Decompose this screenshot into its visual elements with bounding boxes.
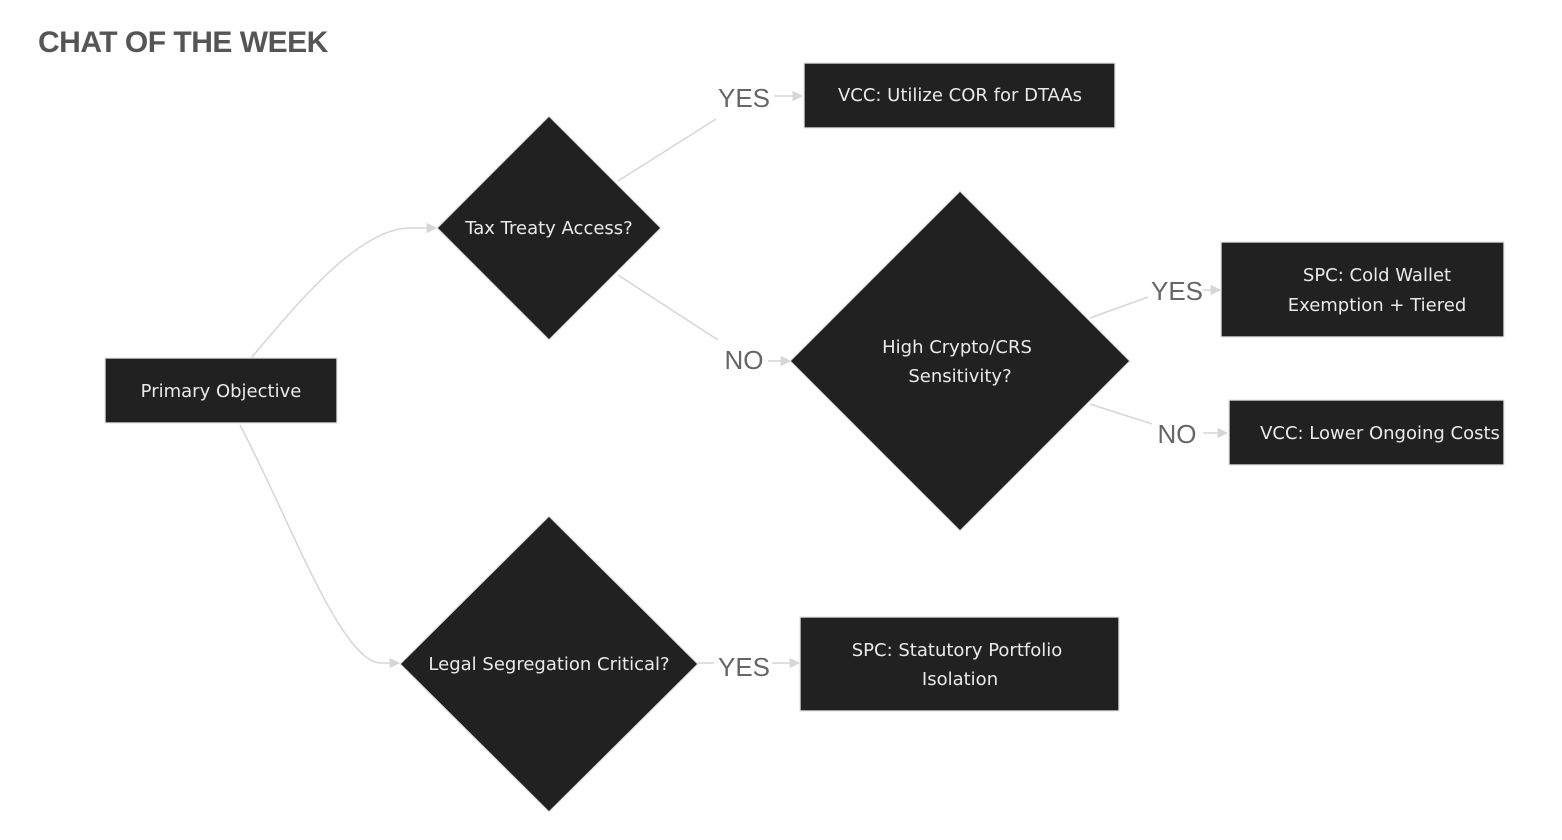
- edge-label-tax-yes: YES: [718, 83, 770, 113]
- node-primary-objective: Primary Objective: [104, 357, 338, 424]
- edge-tax-treaty-yes: [617, 118, 717, 182]
- decision-legal-segregation-label: Legal Segregation Critical?: [428, 654, 669, 675]
- edge-tax-treaty-no: [617, 274, 719, 341]
- edge-label-crypto-no: NO: [1158, 419, 1197, 449]
- node-primary-objective-label: Primary Objective: [141, 381, 302, 402]
- outcome-spc-statutory-label-line-1: SPC: Statutory Portfolio: [852, 640, 1063, 661]
- edge-crypto-yes: [1089, 296, 1149, 319]
- decision-crypto-crs-label-line-1: High Crypto/CRS: [882, 337, 1032, 358]
- page-title: CHAT OF THE WEEK: [38, 26, 328, 59]
- edge-primary-to-tax-treaty: [251, 222, 438, 358]
- outcome-vcc-lower-costs-label: VCC: Lower Ongoing Costs: [1260, 423, 1500, 444]
- edge-label-crypto-yes: YES: [1151, 276, 1203, 306]
- outcome-vcc-utilize-cor-label: VCC: Utilize COR for DTAAs: [838, 85, 1082, 106]
- decision-crypto-crs-sensitivity: High Crypto/CRS Sensitivity?: [789, 190, 1131, 532]
- edge-label-legal-yes: YES: [718, 652, 770, 682]
- edge-primary-to-legal-segregation: [239, 424, 401, 669]
- outcome-vcc-utilize-cor: VCC: Utilize COR for DTAAs: [803, 62, 1116, 129]
- outcome-spc-statutory-label-line-2: Isolation: [922, 669, 998, 690]
- edge-label-tax-no: NO: [725, 345, 764, 375]
- decision-crypto-crs-label-line-2: Sensitivity?: [908, 366, 1011, 387]
- outcome-spc-cold-wallet: SPC: Cold Wallet Exemption + Tiered: [1220, 241, 1505, 338]
- outcome-spc-statutory-isolation: SPC: Statutory Portfolio Isolation: [799, 616, 1120, 712]
- decision-legal-segregation: Legal Segregation Critical?: [399, 515, 699, 813]
- decision-tax-treaty-access: Tax Treaty Access?: [436, 115, 662, 341]
- edge-crypto-no: [1089, 403, 1153, 425]
- outcome-vcc-lower-costs: VCC: Lower Ongoing Costs: [1228, 399, 1505, 466]
- outcome-spc-cold-wallet-label-line-2: Exemption + Tiered: [1288, 295, 1467, 316]
- outcome-spc-cold-wallet-label-line-1: SPC: Cold Wallet: [1303, 265, 1451, 286]
- decision-tax-treaty-access-label: Tax Treaty Access?: [464, 218, 632, 239]
